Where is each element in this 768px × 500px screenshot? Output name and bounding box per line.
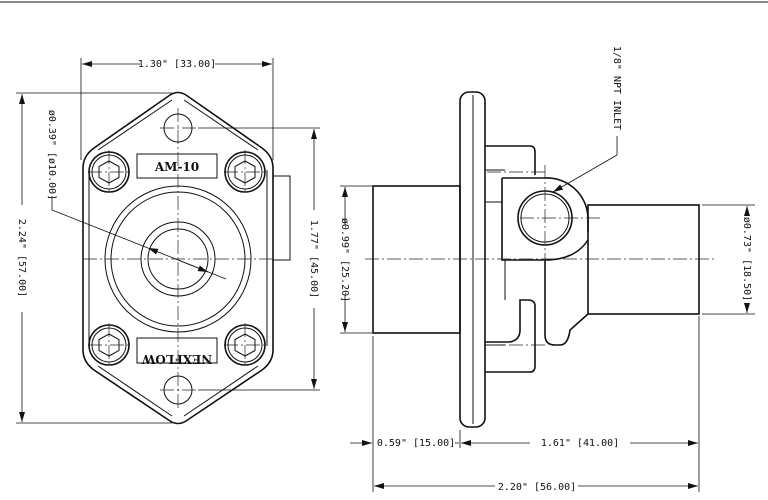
mounting-plate-outline bbox=[82, 91, 274, 425]
pump-body bbox=[485, 145, 536, 373]
dim-outlet-diameter: ø0.73" [18.50] bbox=[741, 217, 752, 301]
side-tab bbox=[272, 175, 291, 261]
dim-hole-spacing: 1.77" [45.00] bbox=[308, 220, 319, 298]
brand-label: NEXFLOW bbox=[141, 352, 212, 366]
dim-width: 1.30" [33.00] bbox=[138, 59, 216, 70]
inlet-cylinder bbox=[372, 185, 461, 334]
dim-inlet-diameter: ø0.99" [25.20] bbox=[339, 218, 350, 302]
dim-total-length: 2.20" [56.00] bbox=[498, 482, 576, 493]
dim-bore: ø0.39" [ø10.00] bbox=[46, 110, 57, 200]
brand-label-box bbox=[136, 337, 218, 364]
inlet-note: 1/8" NPT INLET bbox=[611, 46, 622, 130]
dim-body-length: 1.61" [41.00] bbox=[541, 438, 619, 449]
dim-inlet-length: 0.59" [15.00] bbox=[377, 438, 455, 449]
plate-inner-edge bbox=[88, 99, 268, 417]
model-label: AM-10 bbox=[154, 160, 199, 174]
model-label-box bbox=[136, 153, 218, 179]
front-view: AM-10 NEXFLOW 1.30" [33.00] 2.24" [57.00… bbox=[16, 58, 320, 425]
side-view: ø0.99" [25.20] ø0.73" [18.50] 0.59" [15.… bbox=[339, 46, 755, 493]
dim-height: 2.24" [57.00] bbox=[16, 219, 27, 297]
outlet-cylinder bbox=[587, 204, 700, 315]
